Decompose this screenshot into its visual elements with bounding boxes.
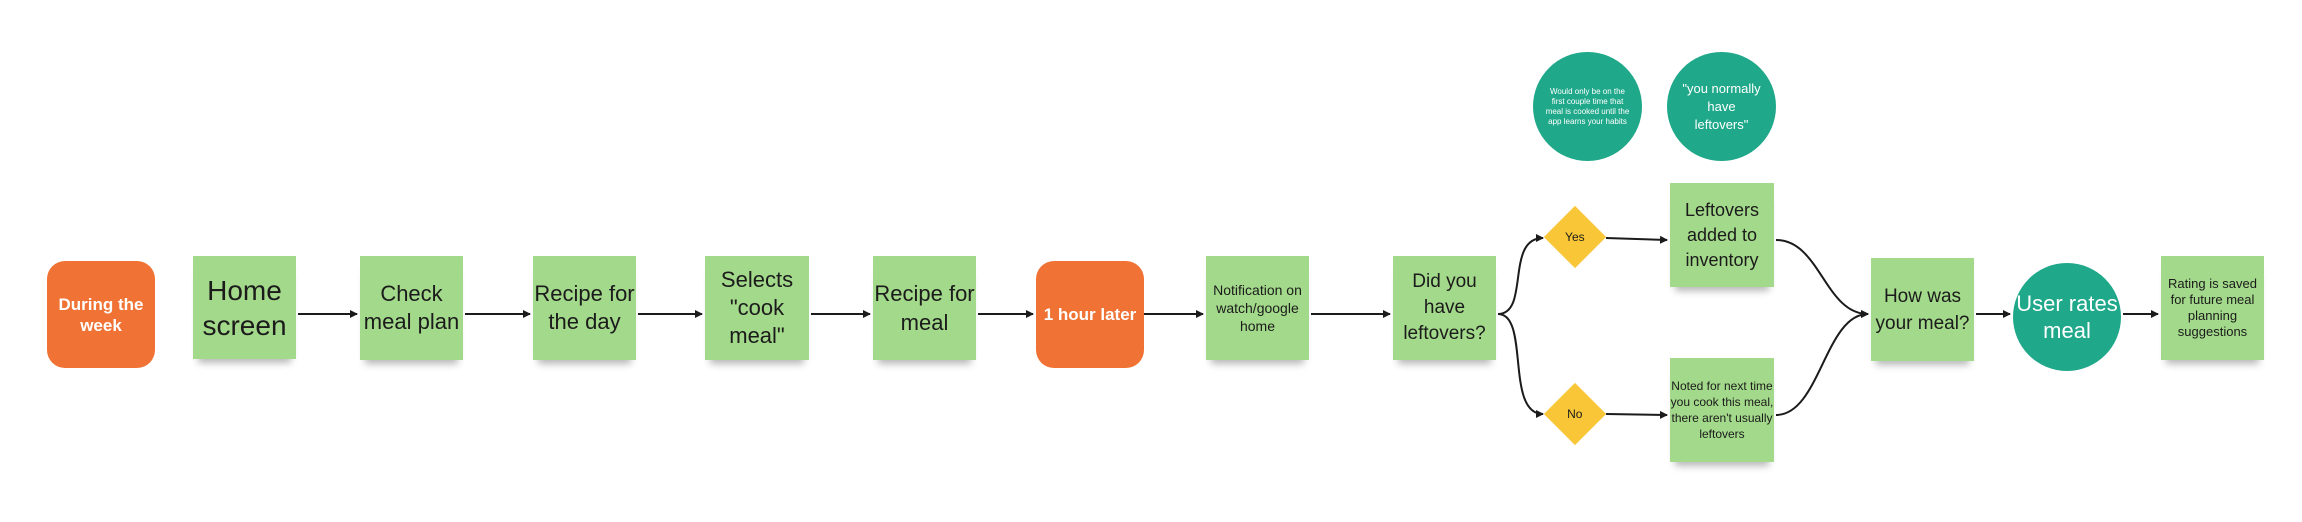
arrow-question-to-yes bbox=[1497, 234, 1544, 315]
leftovers-added-sticky[interactable]: Leftovers added to inventory bbox=[1670, 183, 1774, 287]
arrow-leftovers-added-to-how bbox=[1775, 239, 1869, 318]
rating-saved-sticky[interactable]: Rating is saved for future meal planning… bbox=[2161, 256, 2264, 360]
arrow-yes-to-leftovers-added bbox=[1605, 235, 1668, 244]
one-hour-later-node[interactable]: 1 hour later bbox=[1036, 261, 1144, 368]
notification-sticky[interactable]: Notification on watch/google home bbox=[1206, 256, 1309, 360]
selects-cook-meal-sticky[interactable]: Selects "cook meal" bbox=[705, 256, 809, 360]
noted-next-time-label: Noted for next time you cook this meal, … bbox=[1670, 379, 1774, 441]
recipe-for-the-day-label: Recipe for the day bbox=[534, 281, 635, 334]
recipe-for-meal-label: Recipe for meal bbox=[874, 281, 975, 335]
during-the-week-label: During the week bbox=[58, 294, 144, 335]
notification-label: Notification on watch/google home bbox=[1213, 282, 1302, 334]
during-the-week-node[interactable]: During the week bbox=[47, 261, 155, 368]
arrow-question-to-no bbox=[1497, 313, 1544, 418]
user-rates-meal-label: User rates meal bbox=[2016, 291, 2118, 343]
arrow-no-to-noted bbox=[1605, 410, 1668, 419]
first-couple-times-note-circle[interactable]: Would only be on the first couple time t… bbox=[1533, 52, 1642, 161]
yes-label: Yes bbox=[1565, 229, 1585, 244]
check-meal-plan-label: Check meal plan bbox=[363, 281, 460, 334]
normally-have-leftovers-note-circle[interactable]: "you normally have leftovers" bbox=[1667, 52, 1776, 161]
home-screen-label: Home screen bbox=[202, 274, 287, 341]
one-hour-later-label: 1 hour later bbox=[1043, 304, 1137, 324]
check-meal-plan-sticky[interactable]: Check meal plan bbox=[360, 256, 463, 360]
no-label: No bbox=[1567, 407, 1583, 421]
did-you-have-leftovers-label: Did you have leftovers? bbox=[1403, 271, 1486, 344]
rating-saved-label: Rating is saved for future meal planning… bbox=[2168, 276, 2257, 339]
no-decision-diamond[interactable]: No bbox=[1543, 382, 1607, 446]
how-was-your-meal-label: How was your meal? bbox=[1875, 285, 1970, 334]
selects-cook-meal-label: Selects "cook meal" bbox=[720, 267, 794, 348]
leftovers-added-label: Leftovers added to inventory bbox=[1684, 199, 1760, 270]
first-couple-times-note-label: Would only be on the first couple time t… bbox=[1545, 86, 1630, 126]
recipe-for-meal-sticky[interactable]: Recipe for meal bbox=[873, 256, 976, 360]
noted-next-time-sticky[interactable]: Noted for next time you cook this meal, … bbox=[1670, 358, 1774, 462]
home-screen-sticky[interactable]: Home screen bbox=[193, 256, 296, 359]
normally-have-leftovers-note-label: "you normally have leftovers" bbox=[1682, 80, 1761, 132]
yes-decision-diamond[interactable]: Yes bbox=[1543, 205, 1607, 269]
user-rates-meal-circle[interactable]: User rates meal bbox=[2013, 263, 2121, 371]
did-you-have-leftovers-sticky[interactable]: Did you have leftovers? bbox=[1393, 256, 1496, 360]
how-was-your-meal-sticky[interactable]: How was your meal? bbox=[1871, 258, 1974, 361]
recipe-for-the-day-sticky[interactable]: Recipe for the day bbox=[533, 256, 636, 360]
arrow-noted-to-how bbox=[1775, 310, 1869, 416]
